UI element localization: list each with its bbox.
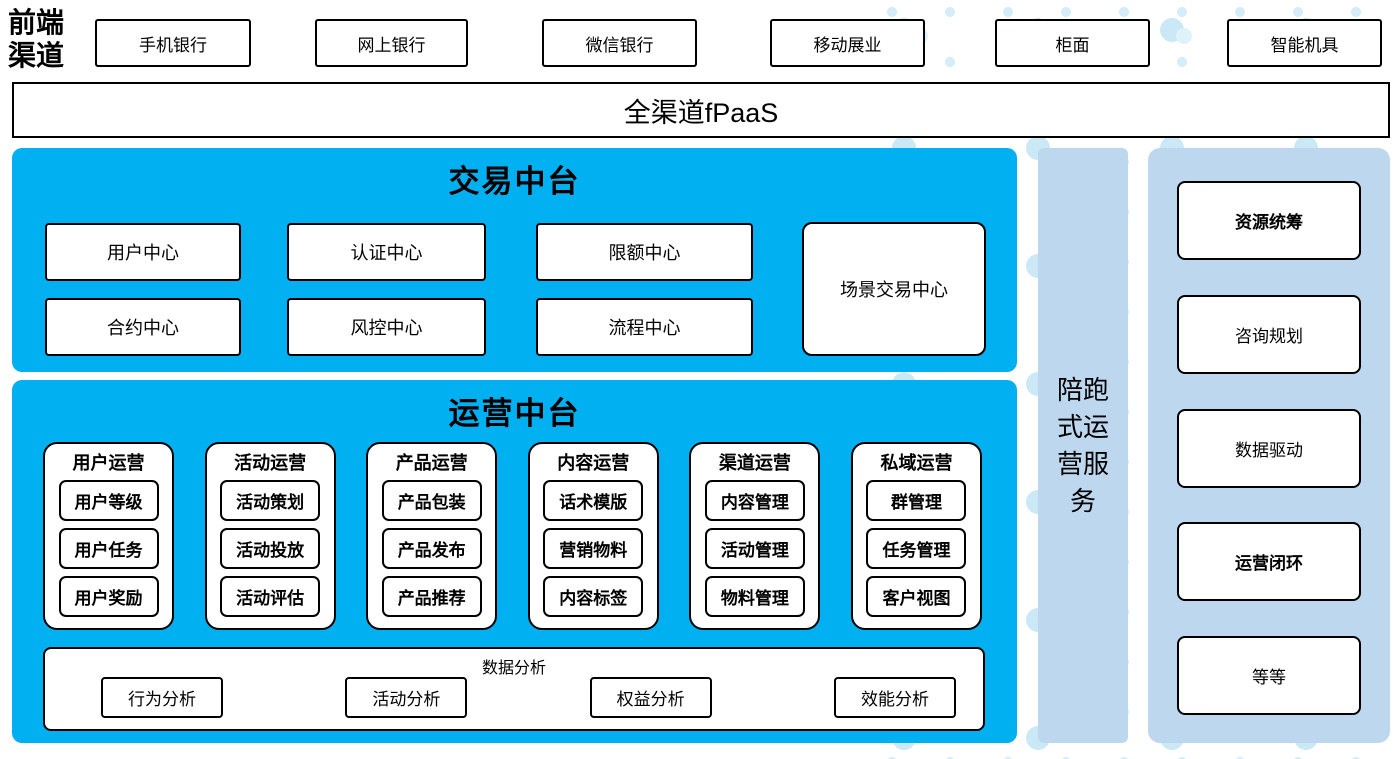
accompanying-service-label: 陪跑式运营服务	[1056, 374, 1109, 516]
ops-group-item: 用户等级	[58, 480, 159, 521]
ops-group-item: 活动管理	[704, 528, 805, 569]
scene-trade-center-box: 场景交易中心	[802, 222, 986, 356]
limit-center-box: 限额中心	[536, 223, 753, 281]
ops-group-item: 产品推荐	[381, 576, 482, 617]
data-analysis-items: 行为分析 活动分析 权益分析 效能分析	[45, 676, 983, 718]
ops-group-item: 群管理	[866, 480, 967, 521]
ops-group-user: 用户运营 用户等级 用户任务 用户奖励	[43, 442, 174, 630]
omni-channel-fpaas-bar: 全渠道fPaaS	[12, 82, 1390, 138]
ops-group-item: 产品发布	[381, 528, 482, 569]
analysis-item-behavior: 行为分析	[101, 677, 223, 718]
operations-groups: 用户运营 用户等级 用户任务 用户奖励 活动运营 活动策划 活动投放 活动评估 …	[43, 442, 982, 630]
channel-box-online-banking: 网上银行	[315, 19, 468, 67]
ops-group-item: 用户奖励	[58, 576, 159, 617]
ops-group-item: 任务管理	[866, 528, 967, 569]
ops-group-item: 内容管理	[704, 480, 805, 521]
channel-box-counter: 柜面	[995, 19, 1150, 67]
channel-box-wechat-banking: 微信银行	[542, 19, 697, 67]
ops-group-item: 客户视图	[866, 576, 967, 617]
ops-group-title: 产品运营	[395, 453, 468, 473]
ops-group-title: 活动运营	[234, 453, 307, 473]
trade-platform-title: 交易中台	[448, 164, 581, 200]
ops-group-title: 私域运营	[880, 453, 953, 473]
auth-center-box: 认证中心	[287, 223, 486, 281]
analysis-item-efficiency: 效能分析	[833, 677, 956, 718]
trade-platform-panel: 交易中台 用户中心 认证中心 限额中心 合约中心 风控中心 流程中心 场景交易中…	[12, 148, 1017, 372]
accompanying-service-strip: 陪跑式运营服务	[1038, 148, 1128, 743]
ops-group-item: 活动评估	[220, 576, 321, 617]
contract-center-box: 合约中心	[45, 298, 241, 356]
service-box-ops-closed-loop: 运营闭环	[1177, 522, 1361, 602]
ops-group-title: 内容运营	[557, 453, 630, 473]
ops-group-private-domain: 私域运营 群管理 任务管理 客户视图	[850, 442, 982, 630]
ops-group-item: 内容标签	[543, 576, 644, 617]
ops-group-item: 话术模版	[543, 480, 644, 521]
ops-group-item: 用户任务	[58, 528, 159, 569]
ops-group-content: 内容运营 话术模版 营销物料 内容标签	[527, 442, 659, 630]
channel-box-smart-devices: 智能机具	[1227, 19, 1382, 67]
service-box-data-driven: 数据驱动	[1177, 408, 1361, 488]
ops-group-item: 物料管理	[704, 576, 805, 617]
data-analysis-box: 数据分析 行为分析 活动分析 权益分析 效能分析	[43, 647, 985, 731]
analysis-item-activity: 活动分析	[345, 677, 468, 718]
ops-group-item: 活动策划	[220, 480, 321, 521]
operations-platform-title: 运营中台	[448, 396, 581, 432]
front-channels-label: 前端渠道	[8, 6, 65, 72]
ops-group-title: 渠道运营	[718, 453, 791, 473]
risk-center-box: 风控中心	[287, 298, 486, 356]
ops-group-item: 营销物料	[543, 528, 644, 569]
operations-platform-panel: 运营中台 用户运营 用户等级 用户任务 用户奖励 活动运营 活动策划 活动投放 …	[12, 380, 1017, 743]
user-center-box: 用户中心	[45, 223, 241, 281]
service-panel: 资源统筹 咨询规划 数据驱动 运营闭环 等等	[1148, 148, 1390, 743]
ops-group-title: 用户运营	[72, 453, 145, 473]
ops-group-product: 产品运营 产品包装 产品发布 产品推荐	[366, 442, 498, 630]
ops-group-item: 活动投放	[220, 528, 321, 569]
ops-group-item: 产品包装	[381, 480, 482, 521]
service-box-consulting: 咨询规划	[1177, 294, 1361, 374]
analysis-item-rights: 权益分析	[589, 677, 712, 718]
process-center-box: 流程中心	[536, 298, 753, 356]
channel-box-mobile-marketing: 移动展业	[770, 19, 925, 67]
service-box-resource-planning: 资源统筹	[1177, 181, 1361, 260]
ops-group-channel: 渠道运营 内容管理 活动管理 物料管理	[689, 442, 821, 630]
channel-box-mobile-banking: 手机银行	[95, 19, 251, 67]
ops-group-activity: 活动运营 活动策划 活动投放 活动评估	[204, 442, 336, 630]
service-box-etc: 等等	[1177, 636, 1361, 715]
data-analysis-title: 数据分析	[481, 660, 546, 677]
